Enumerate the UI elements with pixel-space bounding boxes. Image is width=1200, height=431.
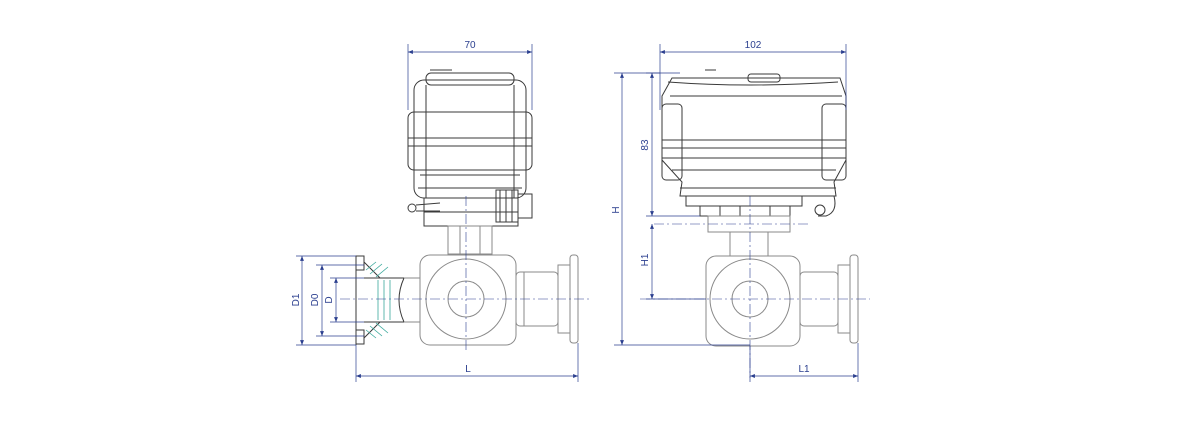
side-dimensions	[614, 44, 859, 382]
side-view	[661, 69, 859, 347]
dim-l1: L1	[798, 364, 810, 375]
front-actuator	[407, 69, 533, 227]
dim-d1: D1	[291, 293, 302, 306]
front-stem	[447, 225, 493, 255]
side-dimension-labels: 102 H 83 H1 L1	[611, 40, 810, 375]
side-valve-body	[705, 254, 859, 347]
dim-h: H	[611, 206, 622, 213]
dim-l: L	[465, 364, 471, 375]
front-centerlines	[340, 196, 590, 352]
dim-side-width: 102	[745, 40, 762, 51]
side-stem	[707, 215, 791, 257]
front-hatching	[365, 261, 391, 339]
front-dimensions	[296, 44, 579, 382]
front-valve-body	[419, 254, 579, 346]
front-left-flange-section	[355, 255, 420, 345]
dim-83: 83	[640, 139, 651, 151]
side-centerlines	[640, 196, 870, 378]
front-dimension-labels: 70 D1 D0 D L	[291, 40, 476, 375]
front-view	[355, 69, 579, 346]
side-actuator	[661, 69, 847, 217]
dim-h1: H1	[640, 253, 651, 266]
dim-d0: D0	[310, 293, 321, 306]
dim-front-width: 70	[464, 40, 476, 51]
dim-d: D	[324, 296, 335, 303]
